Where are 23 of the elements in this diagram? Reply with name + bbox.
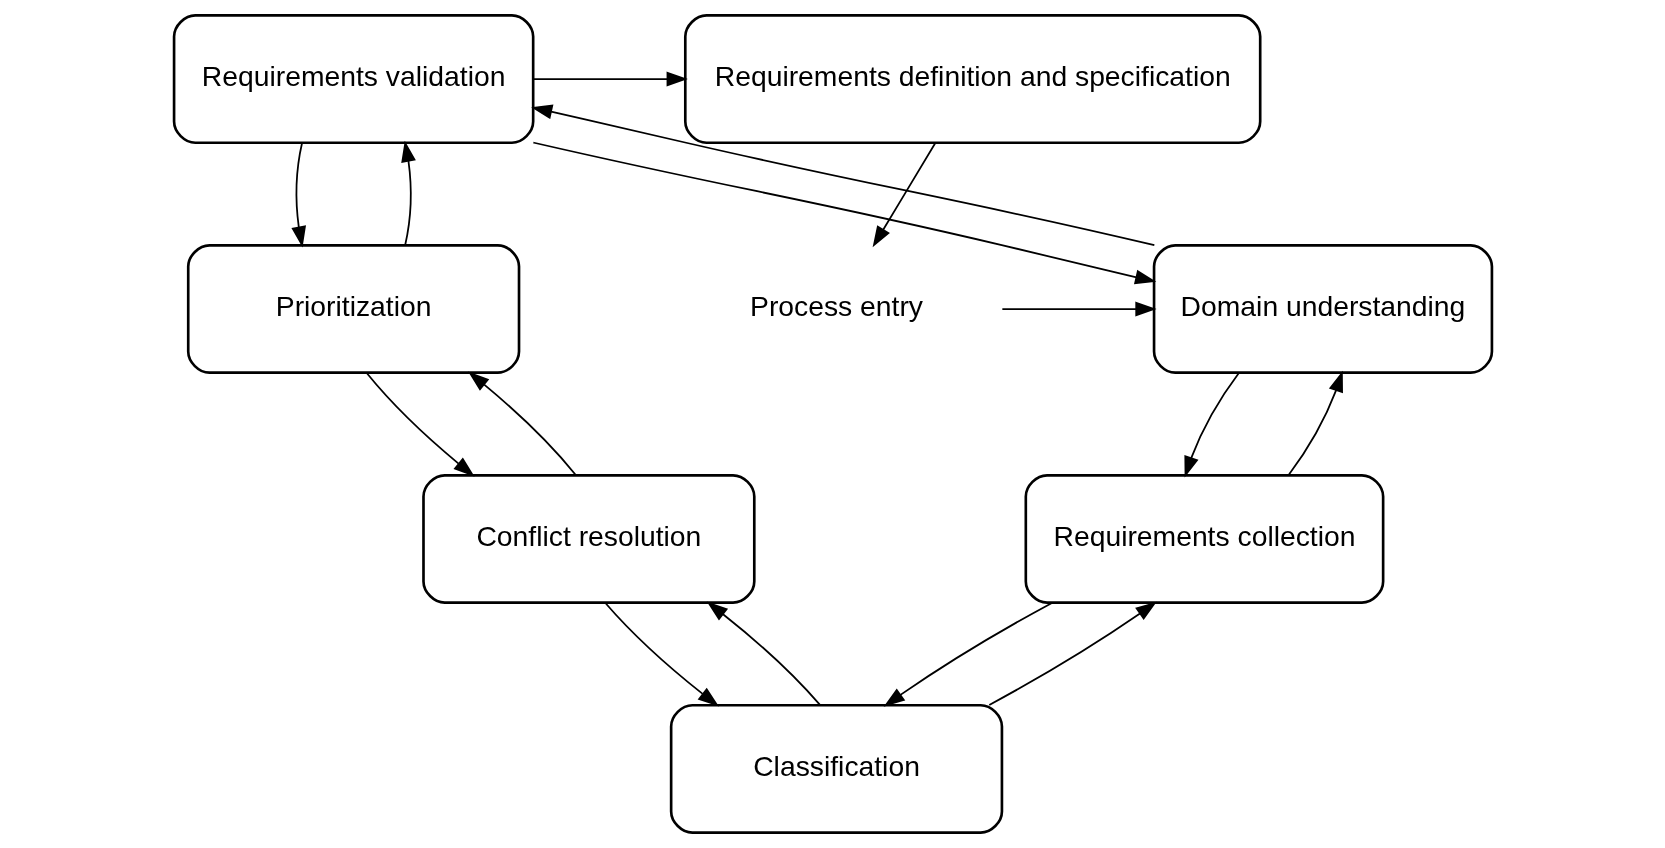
arrow: [290, 142, 306, 248]
node-box: Classification: [669, 703, 1003, 834]
arrow: [532, 141, 1156, 285]
node-box: Requirements collection: [1024, 473, 1384, 604]
arrow: [467, 371, 577, 476]
arrow: [400, 140, 416, 246]
arrow: [883, 602, 1053, 707]
node-box: Conflict resolution: [421, 473, 756, 604]
node-text: Process entry: [749, 289, 923, 322]
arrow: [604, 602, 719, 707]
arrow: [706, 601, 821, 706]
node-box: Requirements validation: [172, 14, 534, 145]
node-box: Domain understanding: [1152, 244, 1493, 375]
node-box: Prioritization: [186, 244, 520, 375]
arrow: [531, 71, 688, 87]
arrow: [987, 601, 1157, 706]
arrow: [1000, 301, 1157, 317]
node-box: Requirements definition and specification: [683, 14, 1262, 145]
arrow: [1287, 370, 1343, 476]
arrow: [1183, 372, 1240, 478]
arrow: [365, 372, 475, 477]
arrow: [872, 142, 936, 248]
arrow: [530, 104, 1155, 247]
